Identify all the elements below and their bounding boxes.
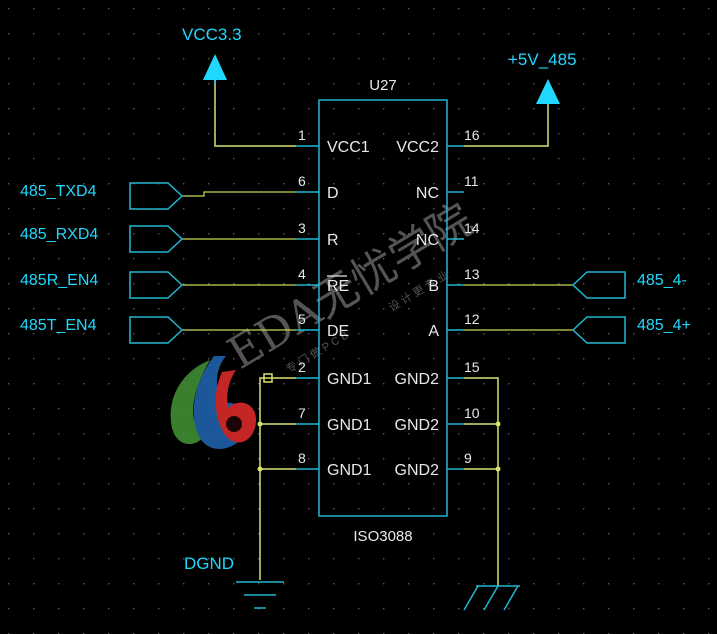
- pin-left-6[interactable]: 6D: [296, 173, 339, 202]
- ic-refdes: U27: [369, 77, 397, 94]
- pin-number: 7: [298, 405, 306, 421]
- port-shape: [571, 316, 626, 344]
- vcc-right-label: +5V_485: [508, 50, 577, 69]
- gnd1-wire: [259, 377, 296, 580]
- pin-number: 9: [464, 450, 472, 466]
- logo-red-swirl: [215, 370, 256, 443]
- port-shape: [129, 225, 184, 253]
- pin-name: GND1: [327, 371, 372, 388]
- pin-name: GND2: [395, 462, 440, 479]
- watermark-logo: [170, 356, 256, 449]
- port-label: 485_TXD4: [20, 183, 97, 200]
- pin-number: 11: [464, 173, 479, 189]
- pin-name: NC: [416, 232, 439, 249]
- ic-body[interactable]: [318, 99, 448, 517]
- pin-selection-marker[interactable]: [263, 373, 273, 383]
- vcc-right-arrow-icon: [536, 79, 560, 104]
- pin-name: R: [327, 232, 339, 249]
- pin-name: GND1: [327, 417, 372, 434]
- port-label: 485T_EN4: [20, 317, 97, 334]
- pin-right-13[interactable]: 13B: [428, 266, 479, 295]
- port-label: 485_4+: [637, 317, 691, 334]
- pin-number: 1: [298, 127, 306, 143]
- logo-eye: [226, 416, 242, 432]
- junction-dot: [257, 466, 263, 472]
- port-485r-en4[interactable]: 485R_EN4: [20, 271, 184, 299]
- port-shape: [571, 271, 626, 299]
- pin-number: 6: [298, 173, 306, 189]
- ic-part-number: ISO3088: [353, 528, 412, 545]
- port-485-rxd4[interactable]: 485_RXD4: [20, 225, 184, 253]
- pin-name: A: [428, 323, 439, 340]
- junction-dot: [257, 421, 263, 427]
- pin-name: B: [428, 278, 439, 295]
- pin-name: RE: [327, 278, 349, 295]
- pin-number: 13: [464, 266, 480, 282]
- pin-number: 12: [464, 311, 480, 327]
- dgnd-symbol: [236, 581, 284, 609]
- chassis-leg-2: [483, 585, 499, 611]
- port-485-4-minus[interactable]: 485_4-: [571, 271, 687, 299]
- junction-dot: [495, 466, 501, 472]
- chassis-leg-1: [463, 585, 479, 611]
- pin-name: NC: [416, 185, 439, 202]
- txd-wire: [182, 191, 296, 197]
- vcc2-wire: [464, 104, 549, 147]
- vcc-left-label: VCC3.3: [182, 25, 242, 44]
- pin-name: VCC1: [327, 139, 370, 156]
- pin-number: 15: [464, 359, 480, 375]
- junction-dot: [495, 421, 501, 427]
- port-485t-en4[interactable]: 485T_EN4: [20, 316, 184, 344]
- port-label: 485_RXD4: [20, 226, 98, 243]
- pin-name: GND1: [327, 462, 372, 479]
- pin-left-5[interactable]: 5DE: [296, 311, 349, 340]
- chassis-leg-3: [503, 585, 519, 611]
- vcc1-wire: [214, 80, 296, 147]
- pin-name: VCC2: [396, 139, 439, 156]
- dgnd-label: DGND: [184, 554, 234, 573]
- pin-number: 5: [298, 311, 306, 327]
- pin-name: D: [327, 185, 339, 202]
- pin-number: 14: [464, 220, 480, 236]
- port-485-4-plus[interactable]: 485_4+: [571, 316, 691, 344]
- pin-number: 8: [298, 450, 306, 466]
- port-485-txd4[interactable]: 485_TXD4: [20, 182, 184, 210]
- port-shape: [129, 271, 184, 299]
- chassis-ground-icon: [463, 585, 520, 611]
- pin-number: 3: [298, 220, 306, 236]
- pin-name: GND2: [395, 417, 440, 434]
- pin-left-4[interactable]: 4RE: [296, 266, 349, 295]
- port-shape: [129, 182, 184, 210]
- pin-number: 2: [298, 359, 306, 375]
- pin-left-3[interactable]: 3R: [296, 220, 339, 249]
- gnd2-wire: [464, 377, 499, 586]
- pin-number: 10: [464, 405, 480, 421]
- pin-right-12[interactable]: 12A: [428, 311, 479, 340]
- vcc-left-arrow-icon: [203, 54, 227, 80]
- pin-number: 16: [464, 127, 480, 143]
- port-label: 485R_EN4: [20, 272, 98, 289]
- port-label: 485_4-: [637, 272, 687, 289]
- logo-green-leaf: [170, 360, 210, 445]
- pin-name: GND2: [395, 371, 440, 388]
- pin-name: DE: [327, 323, 349, 340]
- port-shape: [129, 316, 184, 344]
- pin-number: 4: [298, 266, 306, 282]
